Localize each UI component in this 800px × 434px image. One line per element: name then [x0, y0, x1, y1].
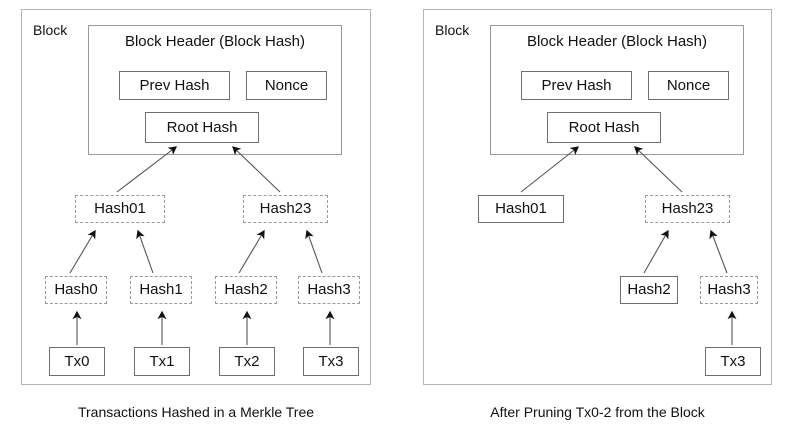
caption-right: After Pruning Tx0-2 from the Block [490, 404, 705, 420]
tx3-box-left: Tx3 [303, 347, 359, 376]
nonce-box-right: Nonce [648, 71, 729, 100]
prev-hash-box-right: Prev Hash [521, 71, 632, 100]
hash3-box-left: Hash3 [298, 276, 360, 304]
hash23-box-left: Hash23 [243, 195, 328, 223]
hash2-box-right: Hash2 [620, 276, 678, 304]
hash1-box-left: Hash1 [130, 276, 192, 304]
hash01-box-left: Hash01 [75, 195, 165, 223]
hash23-box-right: Hash23 [645, 195, 730, 223]
block-header-title-left: Block Header (Block Hash) [124, 33, 306, 50]
block-header-title-right: Block Header (Block Hash) [526, 33, 708, 50]
caption-left: Transactions Hashed in a Merkle Tree [77, 404, 315, 420]
hash01-box-right: Hash01 [478, 195, 564, 223]
tx1-box-left: Tx1 [134, 347, 190, 376]
hash3-box-right: Hash3 [700, 276, 758, 304]
tx0-box-left: Tx0 [49, 347, 105, 376]
block-label-right: Block [435, 22, 470, 38]
tx2-box-left: Tx2 [219, 347, 275, 376]
hash0-box-left: Hash0 [45, 276, 107, 304]
root-hash-box-left: Root Hash [145, 112, 259, 143]
root-hash-box-right: Root Hash [547, 112, 661, 143]
tx3-box-right: Tx3 [705, 347, 761, 376]
block-label-left: Block [33, 22, 68, 38]
prev-hash-box-left: Prev Hash [119, 71, 230, 100]
nonce-box-left: Nonce [246, 71, 327, 100]
hash2-box-left: Hash2 [215, 276, 277, 304]
